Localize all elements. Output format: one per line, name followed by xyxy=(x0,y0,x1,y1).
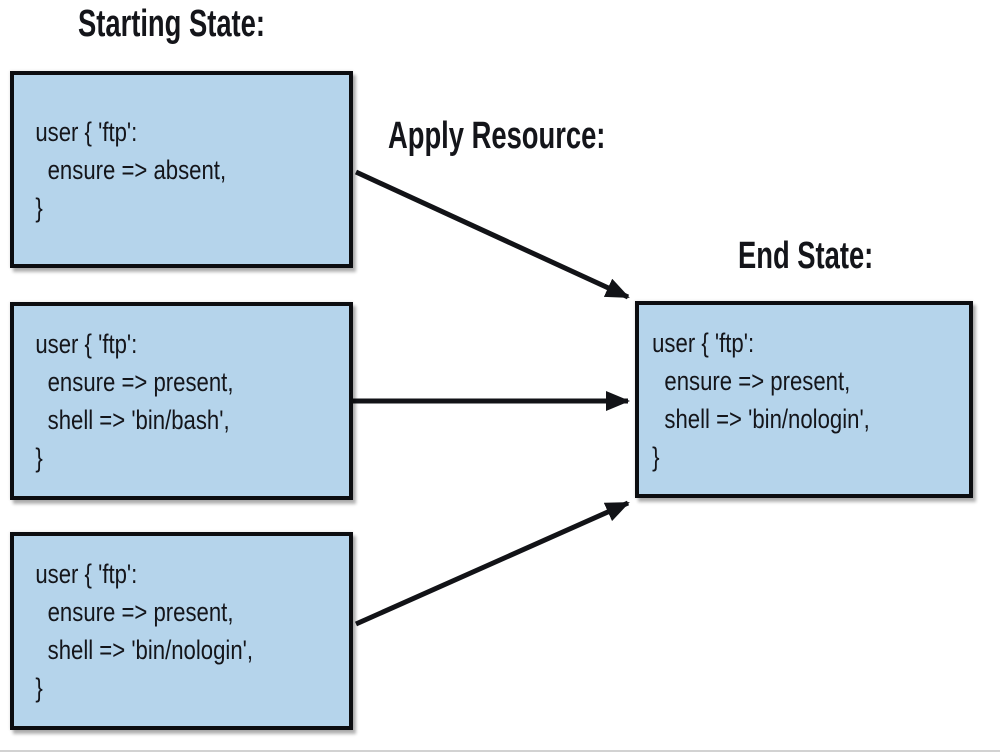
code-line: shell => 'bin/bash', xyxy=(35,405,230,435)
end-state-heading: End State: xyxy=(738,235,874,277)
code-block: user { 'ftp': ensure => present, shell =… xyxy=(639,324,870,476)
code-line: shell => 'bin/nologin', xyxy=(652,403,870,434)
starting-state-box-bash: user { 'ftp': ensure => present, shell =… xyxy=(10,302,353,500)
code-line: ensure => absent, xyxy=(35,154,227,185)
arrow-top xyxy=(354,169,630,300)
code-line: user { 'ftp': xyxy=(652,327,755,358)
starting-state-box-absent: user { 'ftp': ensure => absent,} xyxy=(10,71,353,268)
code-block: user { 'ftp': ensure => present, shell =… xyxy=(14,555,253,707)
code-line: user { 'ftp': xyxy=(35,559,138,589)
code-line: ensure => present, xyxy=(652,365,851,396)
end-state-box: user { 'ftp': ensure => present, shell =… xyxy=(635,301,973,498)
code-block: user { 'ftp': ensure => absent,} xyxy=(14,113,226,227)
starting-state-box-nologin: user { 'ftp': ensure => present, shell =… xyxy=(10,532,353,730)
image-bottom-edge xyxy=(0,750,1000,752)
code-line: ensure => present, xyxy=(35,367,234,397)
code-line: shell => 'bin/nologin', xyxy=(35,635,254,665)
code-line: } xyxy=(652,441,660,472)
apply-resource-heading: Apply Resource: xyxy=(388,115,606,157)
code-line: user { 'ftp': xyxy=(35,116,138,147)
code-line: } xyxy=(35,192,43,223)
code-line: } xyxy=(35,673,43,703)
code-line: user { 'ftp': xyxy=(35,329,138,359)
starting-state-heading: Starting State: xyxy=(78,3,265,45)
arrow-bottom xyxy=(354,500,630,627)
code-block: user { 'ftp': ensure => present, shell =… xyxy=(14,325,233,477)
code-line: } xyxy=(35,443,43,473)
code-line: ensure => present, xyxy=(35,597,234,627)
